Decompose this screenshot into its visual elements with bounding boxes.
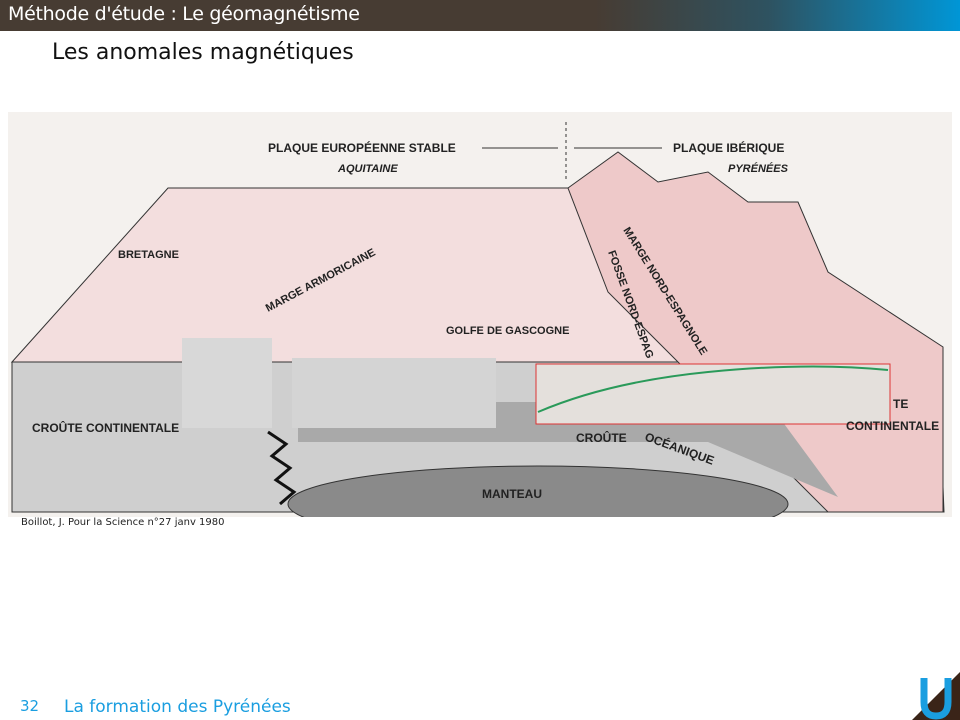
label-croute-cont-r2: CONTINENTALE <box>846 419 939 433</box>
label-aquitaine: AQUITAINE <box>337 163 398 175</box>
image-credit: Boillot, J. Pour la Science n°27 janv 19… <box>21 517 225 528</box>
label-golfe: GOLFE DE GASCOGNE <box>446 325 569 337</box>
label-manteau: MANTEAU <box>482 487 542 501</box>
label-pyrenees: PYRÉNÉES <box>728 162 789 175</box>
label-croute-continentale: CROÛTE CONTINENTALE <box>32 420 179 435</box>
seismic-profile-3 <box>535 363 891 425</box>
seismic-profile-2 <box>292 358 496 428</box>
seismic-profile-1 <box>182 338 272 428</box>
header-bar: Méthode d'étude : Le géomagnétisme <box>0 0 960 31</box>
label-plaque-iberique: PLAQUE IBÉRIQUE <box>673 140 784 155</box>
footer-title: La formation des Pyrénées <box>64 697 291 717</box>
label-bretagne: BRETAGNE <box>118 249 179 261</box>
slide-subtitle: Les anomales magnétiques <box>52 40 354 65</box>
label-croute-oceanique-1: CROÛTE <box>576 430 627 445</box>
university-logo <box>912 672 960 720</box>
header-title: Méthode d'étude : Le géomagnétisme <box>8 3 360 25</box>
label-plaque-europeenne: PLAQUE EUROPÉENNE STABLE <box>268 140 456 155</box>
geology-diagram: PLAQUE EUROPÉENNE STABLE AQUITAINE PLAQU… <box>8 112 952 517</box>
label-croute-cont-r1: TE <box>893 397 908 411</box>
page-number: 32 <box>20 697 40 715</box>
